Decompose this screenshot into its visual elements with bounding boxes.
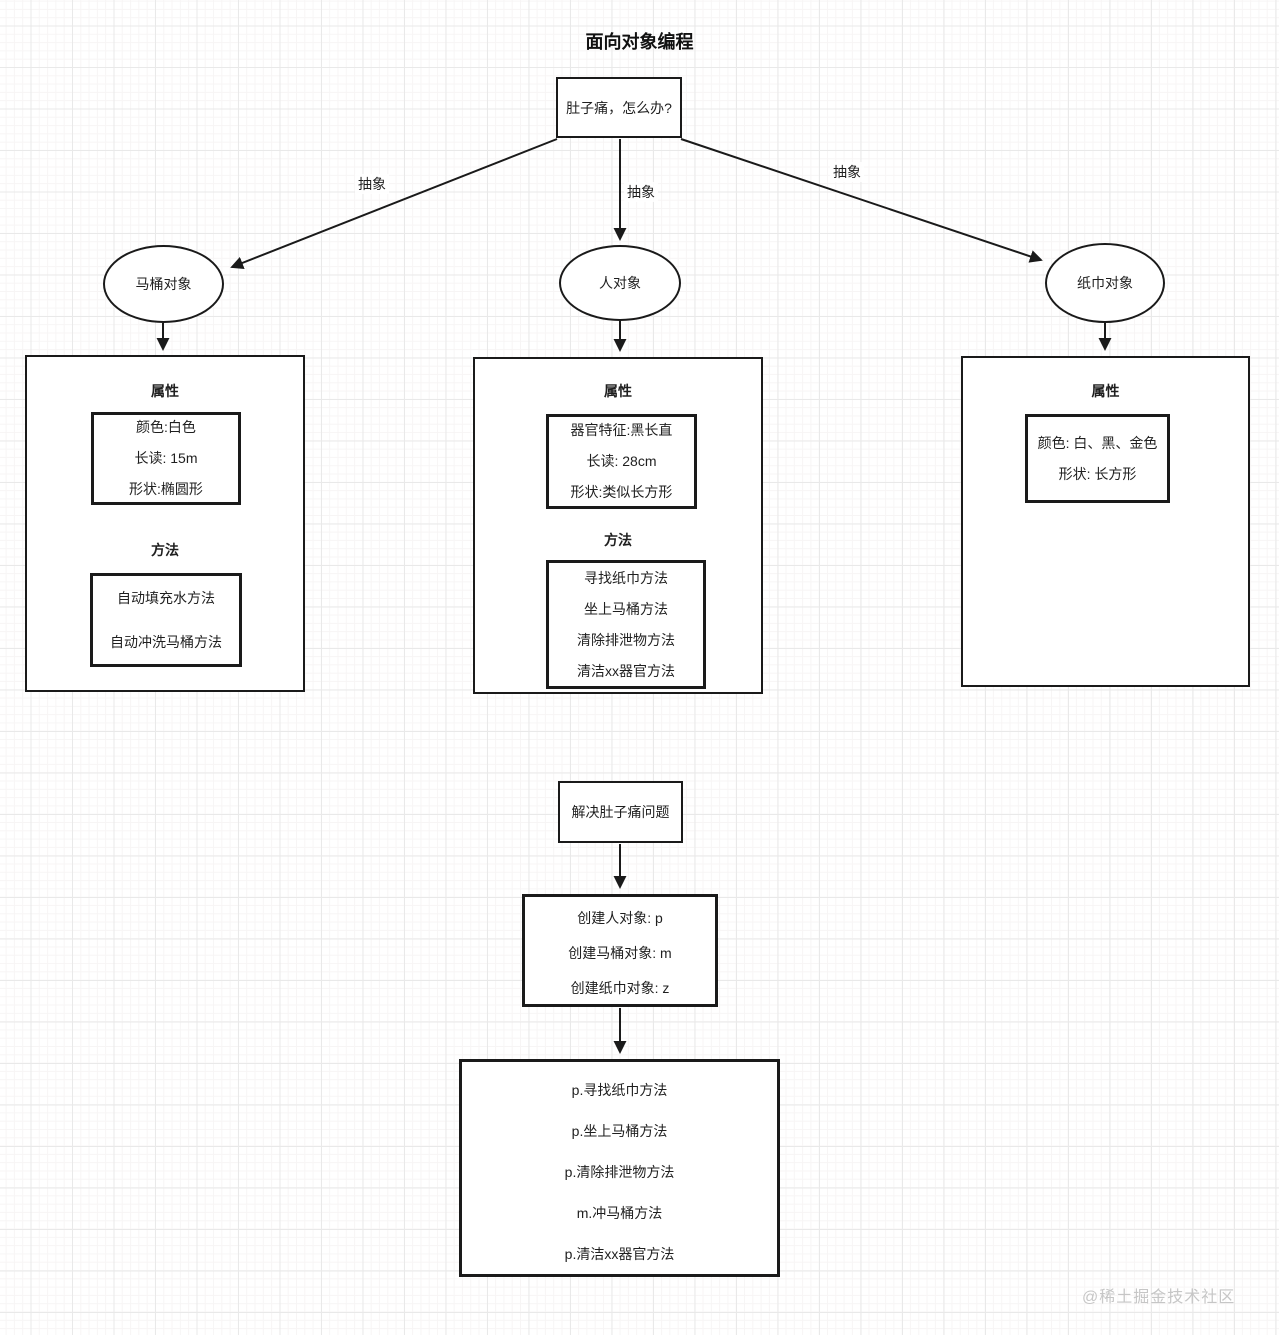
invoke-line: m.冲马桶方法 bbox=[576, 1204, 663, 1221]
object-ellipse-person: 人对象 bbox=[559, 245, 681, 321]
class-box-toilet: 属性 颜色:白色 长读: 15m 形状:椭圆形 方法 自动填充水方法 自动冲洗马… bbox=[25, 355, 305, 692]
edge-problem-to-tissue bbox=[680, 138, 1043, 263]
attribute-line: 颜色: 白、黑、金色 bbox=[1037, 434, 1158, 451]
edge-label-abstract-right: 抽象 bbox=[830, 162, 864, 182]
methods-header: 方法 bbox=[151, 542, 179, 558]
attribute-line: 器官特征:黑长直 bbox=[570, 422, 673, 438]
object-ellipse-tissue-label: 纸巾对象 bbox=[1077, 275, 1133, 291]
invoke-line: p.清除排泄物方法 bbox=[564, 1163, 675, 1180]
object-ellipse-toilet-label: 马桶对象 bbox=[135, 276, 192, 292]
edge-label-abstract-center: 抽象 bbox=[624, 182, 658, 202]
method-line: 清洁xx器官方法 bbox=[577, 662, 675, 679]
method-line: 清除排泄物方法 bbox=[577, 631, 675, 648]
create-line: 创建人对象: p bbox=[577, 910, 663, 926]
solve-node-label: 解决肚子痛问题 bbox=[571, 804, 670, 820]
create-line: 创建马桶对象: m bbox=[568, 945, 672, 961]
object-ellipse-person-label: 人对象 bbox=[599, 275, 641, 291]
problem-node-label: 肚子痛，怎么办? bbox=[566, 99, 672, 116]
invoke-line: p.寻找纸巾方法 bbox=[571, 1081, 668, 1098]
invoke-line: p.清洁xx器官方法 bbox=[564, 1245, 675, 1262]
create-line: 创建纸巾对象: z bbox=[570, 980, 670, 996]
class-box-person: 属性 器官特征:黑长直 长读: 28cm 形状:类似长方形 方法 寻找纸巾方法 … bbox=[473, 357, 763, 694]
attribute-line: 颜色:白色 bbox=[136, 419, 196, 435]
methods-box-person: 寻找纸巾方法 坐上马桶方法 清除排泄物方法 清洁xx器官方法 bbox=[546, 560, 706, 689]
solve-node: 解决肚子痛问题 bbox=[558, 781, 683, 843]
class-box-tissue: 属性 颜色: 白、黑、金色 形状: 长方形 bbox=[961, 356, 1250, 687]
object-ellipse-toilet: 马桶对象 bbox=[103, 245, 224, 323]
method-line: 自动冲洗马桶方法 bbox=[110, 634, 222, 650]
method-line: 自动填充水方法 bbox=[117, 590, 215, 606]
invoke-methods-node: p.寻找纸巾方法 p.坐上马桶方法 p.清除排泄物方法 m.冲马桶方法 p.清洁… bbox=[459, 1059, 780, 1277]
create-objects-node: 创建人对象: p 创建马桶对象: m 创建纸巾对象: z bbox=[522, 894, 718, 1007]
edge-label-abstract-left: 抽象 bbox=[355, 174, 389, 194]
attribute-line: 长读: 15m bbox=[134, 450, 198, 466]
invoke-line: p.坐上马桶方法 bbox=[571, 1122, 668, 1139]
attributes-box-toilet: 颜色:白色 长读: 15m 形状:椭圆形 bbox=[91, 412, 241, 505]
attributes-header: 属性 bbox=[604, 383, 632, 399]
method-line: 坐上马桶方法 bbox=[584, 600, 668, 617]
watermark: @稀土掘金技术社区 bbox=[1082, 1289, 1236, 1306]
attribute-line: 形状:类似长方形 bbox=[570, 484, 673, 500]
problem-node: 肚子痛，怎么办? bbox=[556, 77, 682, 138]
attribute-line: 长读: 28cm bbox=[586, 453, 657, 469]
attributes-header: 属性 bbox=[1091, 383, 1120, 399]
attributes-header: 属性 bbox=[151, 383, 179, 399]
method-line: 寻找纸巾方法 bbox=[584, 569, 668, 586]
edge-problem-to-toilet bbox=[230, 138, 558, 269]
object-ellipse-tissue: 纸巾对象 bbox=[1045, 243, 1165, 323]
attribute-line: 形状: 长方形 bbox=[1058, 465, 1137, 482]
attribute-line: 形状:椭圆形 bbox=[129, 481, 203, 497]
page-title: 面向对象编程 bbox=[585, 32, 694, 52]
methods-box-toilet: 自动填充水方法 自动冲洗马桶方法 bbox=[90, 573, 242, 667]
attributes-box-tissue: 颜色: 白、黑、金色 形状: 长方形 bbox=[1025, 414, 1170, 503]
attributes-box-person: 器官特征:黑长直 长读: 28cm 形状:类似长方形 bbox=[546, 414, 697, 509]
methods-header: 方法 bbox=[604, 532, 632, 548]
